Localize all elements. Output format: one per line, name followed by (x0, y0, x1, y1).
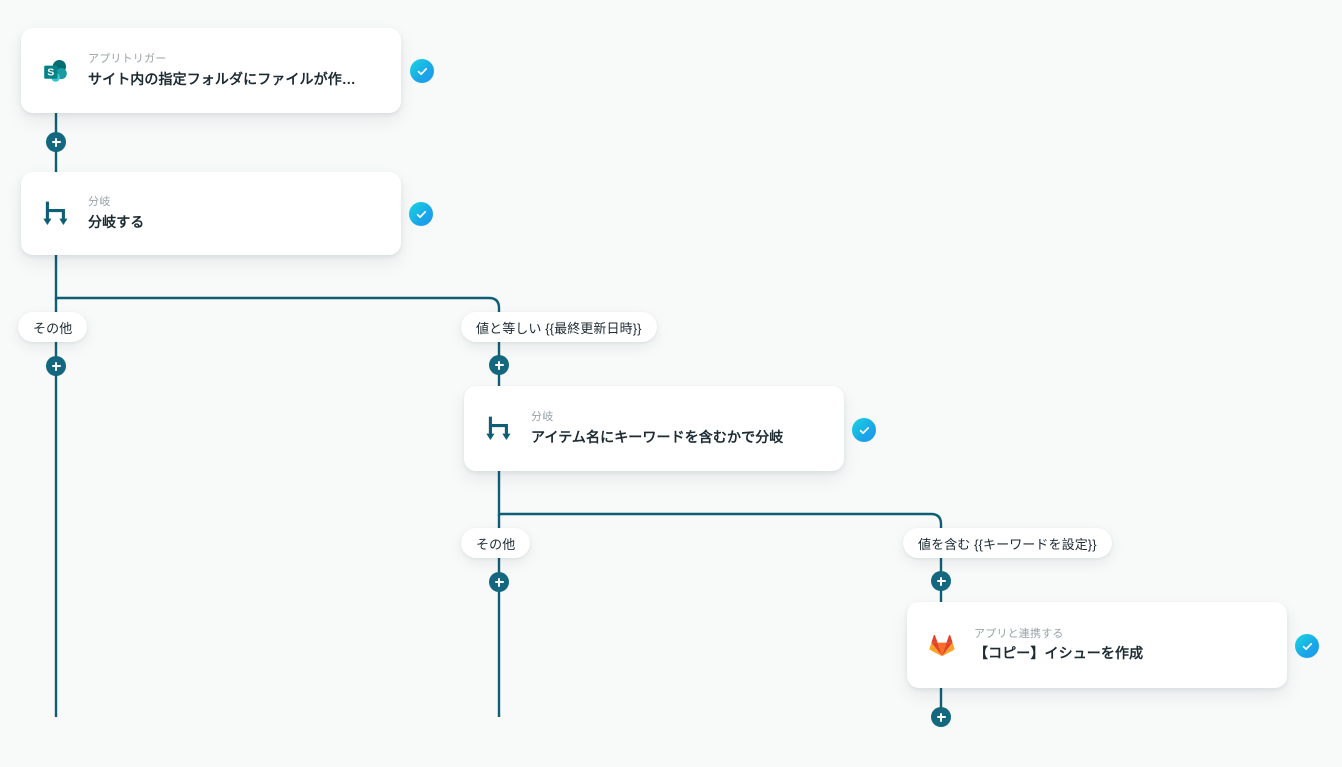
node-card-gitlab-issue[interactable]: アプリと連携する 【コピー】イシューを作成 (907, 602, 1287, 688)
branch-chip-label: その他 (476, 536, 516, 552)
node-text-trigger: アプリトリガー サイト内の指定フォルダにファイルが作… (88, 52, 356, 89)
node-subtitle: アプリトリガー (88, 53, 167, 66)
node-subtitle: 分岐 (88, 196, 111, 209)
check-icon (417, 67, 427, 75)
sharepoint-icon: S (41, 56, 71, 86)
add-step-button-after-trigger[interactable] (46, 132, 66, 152)
branch-chip-label: その他 (33, 320, 73, 336)
svg-text:S: S (47, 66, 54, 78)
branch-chip-root-other[interactable]: その他 (18, 312, 88, 342)
branch-chip-label: 値を含む {{キーワードを設定}} (918, 536, 1097, 552)
node-title: サイト内の指定フォルダにファイルが作… (88, 70, 356, 87)
check-icon (859, 426, 869, 434)
node-title: 分岐する (88, 213, 145, 230)
node-card-branch-keyword[interactable]: 分岐 アイテム名にキーワードを含むかで分岐 (464, 386, 844, 471)
node-title: 【コピー】イシューを作成 (974, 645, 1144, 662)
check-icon (416, 210, 426, 218)
status-badge-gitlab-issue[interactable] (1295, 634, 1319, 658)
node-text-gitlab-issue: アプリと連携する 【コピー】イシューを作成 (974, 627, 1143, 664)
status-badge-branch-root[interactable] (409, 202, 433, 226)
node-title: アイテム名にキーワードを含むかで分岐 (531, 428, 784, 445)
wire-branch-split-bus (56, 296, 501, 312)
node-card-trigger[interactable]: S アプリトリガー サイト内の指定フォルダにファイルが作… (21, 28, 401, 113)
node-text-branch-root: 分岐 分岐する (88, 195, 144, 232)
add-step-button-keyword-other[interactable] (489, 572, 509, 592)
branch-chip-keyword-contains[interactable]: 値を含む {{キーワードを設定}} (903, 528, 1112, 558)
add-step-button-keyword-contains[interactable] (931, 571, 951, 591)
add-step-button-root-equals[interactable] (489, 355, 509, 375)
add-step-button-root-other[interactable] (46, 356, 66, 376)
node-subtitle: アプリと連携する (974, 627, 1064, 640)
check-icon (1302, 642, 1312, 650)
add-step-button-after-gitlab-issue[interactable] (931, 707, 951, 727)
node-subtitle: 分岐 (531, 411, 554, 424)
status-badge-branch-keyword[interactable] (852, 418, 876, 442)
branch-icon (41, 199, 71, 229)
gitlab-icon (927, 630, 957, 660)
branch-chip-keyword-other[interactable]: その他 (461, 528, 531, 558)
wire-branch2-split-bus (499, 512, 943, 528)
status-badge-trigger[interactable] (410, 59, 434, 83)
branch-chip-label: 値と等しい {{最終更新日時}} (476, 320, 642, 336)
node-card-branch-root[interactable]: 分岐 分岐する (21, 172, 401, 255)
branch-chip-root-equals[interactable]: 値と等しい {{最終更新日時}} (461, 312, 657, 342)
branch-icon (484, 414, 514, 444)
node-text-branch-keyword: 分岐 アイテム名にキーワードを含むかで分岐 (531, 410, 783, 447)
